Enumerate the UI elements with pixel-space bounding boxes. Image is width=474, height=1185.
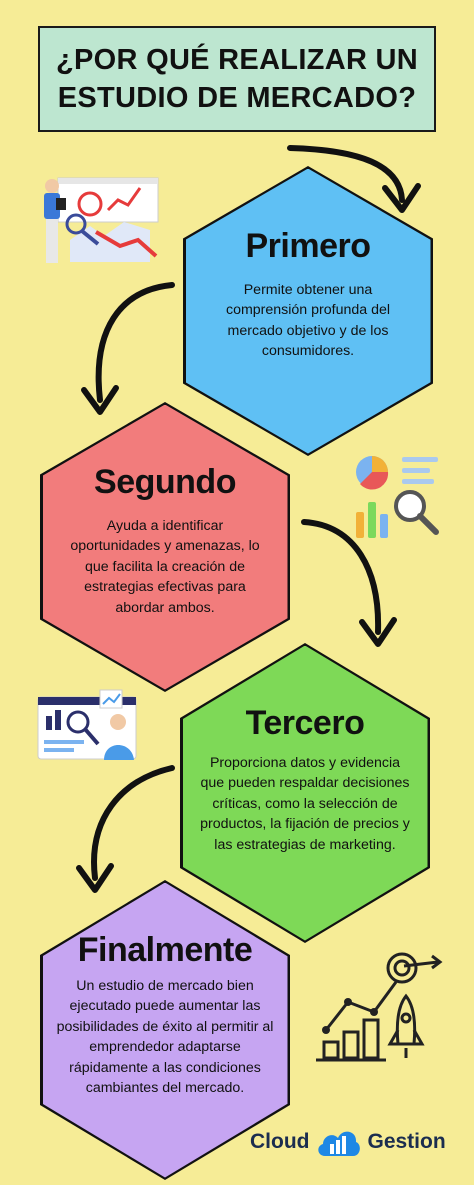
logo-text-left: Cloud (250, 1130, 310, 1153)
step-text: Permite obtener una comprensión profunda… (225, 281, 391, 360)
cloudgestion-logo[interactable]: Cloud Gestion (250, 1124, 446, 1160)
step-primero-hexagon: Primero Permite obtener una comprensión … (183, 166, 433, 456)
analyst-chart-icon (44, 177, 159, 263)
arrow-3-head (359, 617, 397, 647)
title-line-1: ¿POR QUÉ REALIZAR UN (55, 44, 419, 76)
step-finalmente-hexagon: Finalmente Un estudio de mercado bien ej… (40, 880, 290, 1180)
step-title: Tercero (245, 703, 365, 742)
arrow-4 (91, 765, 175, 881)
step-title: Segundo (94, 462, 236, 501)
step-text: Un estudio de mercado bien ejecutado pue… (56, 977, 274, 1097)
arrow-3 (301, 519, 382, 635)
title-line-2: ESTUDIO DE MERCADO? (57, 82, 417, 114)
step-text: Ayuda a identificar oportunidades y amen… (70, 517, 260, 616)
arrow-2 (95, 282, 175, 403)
logo-text-right: Gestion (367, 1130, 446, 1153)
step-text: Proporciona datos y evidencia que pueden… (200, 754, 410, 853)
arrow-2-head (81, 385, 119, 415)
step-title: Primero (245, 226, 372, 265)
growth-target-rocket-icon (316, 952, 443, 1062)
arrow-4-head (76, 863, 114, 893)
step-title: Finalmente (77, 930, 253, 969)
title-box: ¿POR QUÉ REALIZAR UN ESTUDIO DE MERCADO? (38, 26, 436, 132)
dashboard-analyst-icon (37, 689, 137, 760)
cloud-logo-icon (318, 1131, 361, 1156)
arrow-1 (287, 145, 405, 203)
pie-chart-search-icon (356, 456, 439, 538)
arrow-1-head (382, 183, 421, 213)
